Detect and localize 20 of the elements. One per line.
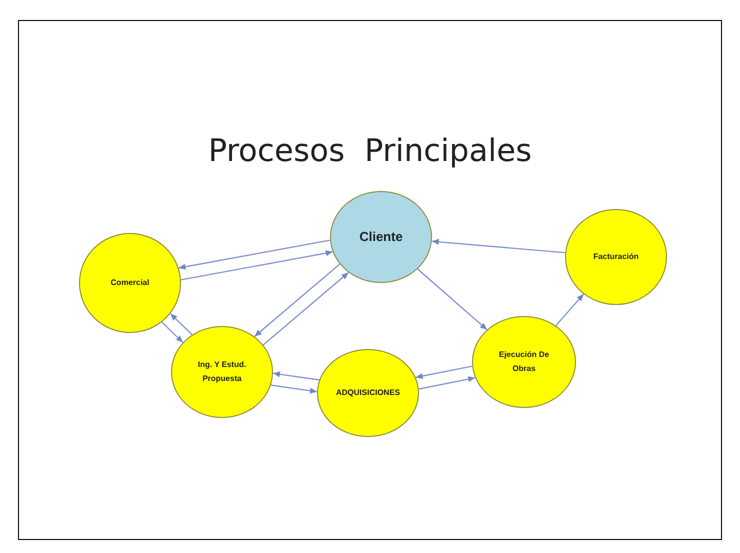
arrow	[262, 272, 349, 346]
arrow	[555, 294, 584, 326]
arrow	[180, 250, 333, 280]
arrow	[272, 371, 320, 380]
arrow	[418, 376, 476, 390]
title: Procesos Principales	[207, 132, 533, 171]
arrow	[254, 264, 340, 337]
arrow	[270, 384, 318, 394]
node-label: Facturación	[592, 251, 640, 263]
arrow	[416, 366, 472, 379]
node-label: Comercial	[110, 277, 150, 289]
node-label: Ing. Y Estud. Propuesta	[196, 359, 248, 385]
node-label: Cliente	[358, 228, 404, 246]
node-label: ADQUISICIONES	[336, 387, 400, 399]
arrow	[432, 238, 566, 254]
arrow	[170, 313, 193, 336]
arrow	[417, 268, 488, 330]
arrow	[161, 322, 184, 343]
arrow	[178, 240, 330, 270]
node-label: Ejecución De Obras	[498, 349, 550, 375]
